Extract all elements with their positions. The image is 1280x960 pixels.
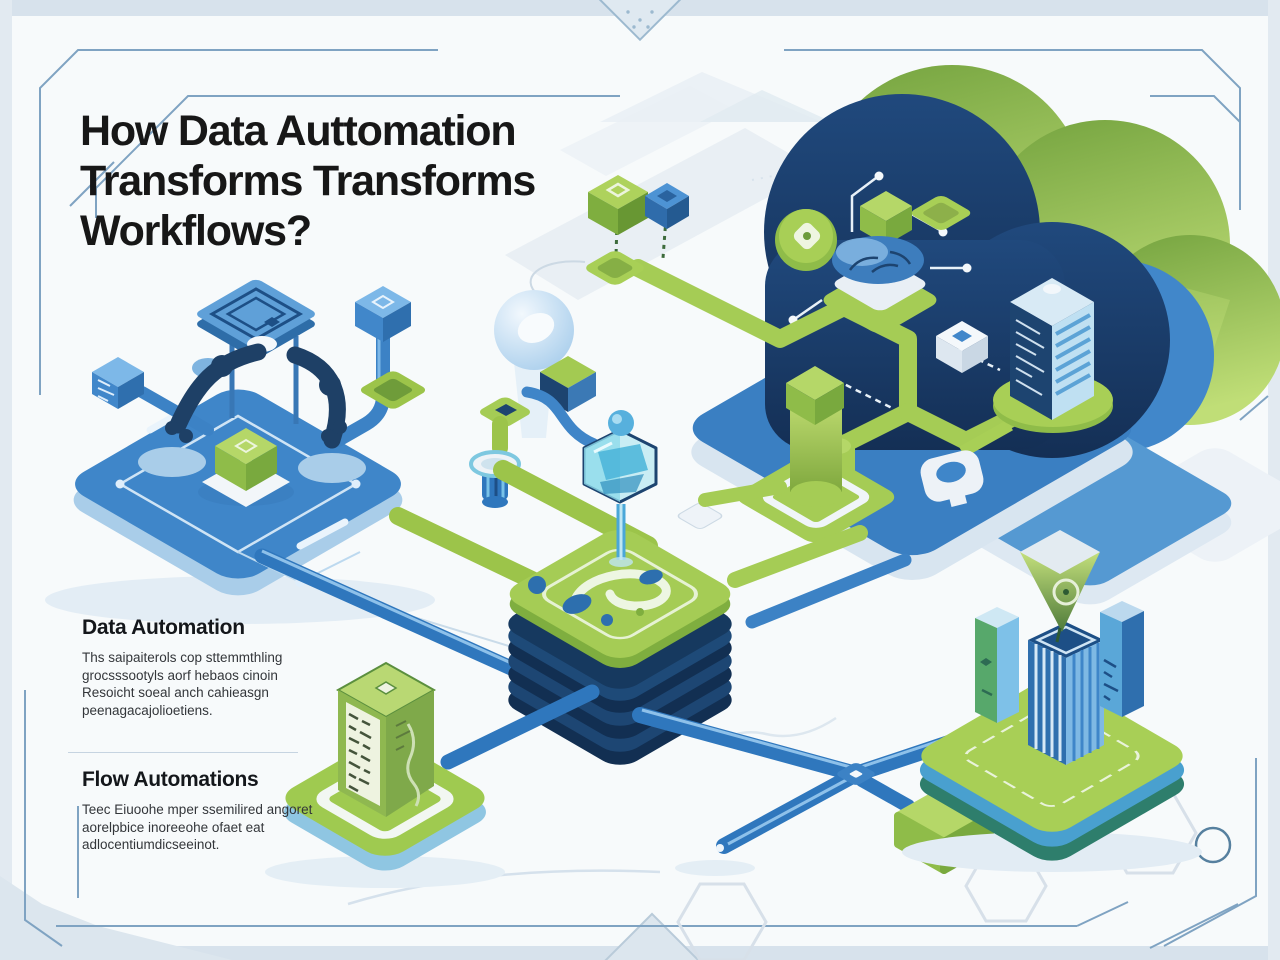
- green-input-cube: [588, 175, 648, 235]
- pillar-left: [975, 607, 1019, 723]
- corner-frame-lines: [24, 49, 1269, 949]
- section-flow-automations: Flow Automations Teec Eiuoohe mper ssemi…: [82, 768, 330, 854]
- cloud-items: [775, 171, 1001, 419]
- top-diamond-icon: [584, 0, 696, 42]
- data-automation-body: Ths saipaiterols cop sttemmthling grocss…: [82, 650, 283, 718]
- machine-output-pipe-blue: [745, 553, 912, 629]
- flow-automations-heading: Flow Automations: [82, 768, 259, 791]
- small-blue-cube-left: [92, 357, 144, 409]
- pedestal-group: [737, 366, 895, 543]
- blue-snake-pipe: [521, 386, 600, 450]
- pedestal-cube: [786, 366, 844, 425]
- circle-outline-icon: [1194, 826, 1232, 864]
- small-green-navy-cube: [540, 356, 596, 412]
- output-station-group: [902, 530, 1202, 872]
- section-divider: [68, 752, 298, 753]
- small-blue-cube-top-right: [355, 286, 411, 342]
- tower-text-rows: [348, 712, 372, 793]
- green-cube-on-platform: [198, 428, 294, 507]
- green-cube-icon: [860, 191, 912, 245]
- vine-pattern: [406, 723, 421, 807]
- funnel-icon: [1020, 530, 1100, 643]
- robot-arm-left: [169, 343, 267, 434]
- pipe-platform-to-machine: [254, 548, 528, 680]
- work-pad-left: [138, 447, 206, 477]
- circuit-lines: [795, 177, 1001, 414]
- title-line-2: Transforms Transforms: [80, 157, 536, 205]
- server-building-icon: [1028, 622, 1104, 765]
- left-border-band: [0, 0, 12, 960]
- green-server-tower-icon: [335, 661, 437, 817]
- green-pipe-to-machine: [389, 507, 545, 591]
- left-platform-group: [45, 279, 545, 680]
- valve-icon: [920, 450, 984, 508]
- corner-mountain-ghost: [0, 876, 232, 960]
- data-automation-heading: Data Automation: [82, 616, 245, 639]
- machine-engraving: [528, 548, 698, 640]
- title-line-1: How Data Auttomation: [80, 107, 517, 155]
- machine-output-pipes-green: [698, 480, 868, 588]
- input-cubes-group: [529, 175, 689, 293]
- badge-ring-icon: [775, 209, 837, 271]
- chip-plate-icon: [197, 279, 315, 359]
- paper-tag-icon: [677, 503, 723, 529]
- elbow-tile: [480, 397, 530, 427]
- green-tower-group: [265, 661, 505, 888]
- title-line-3: Workflows?: [80, 207, 312, 255]
- work-pad-right: [298, 453, 366, 483]
- green-tile-icon: [911, 196, 971, 230]
- bottom-diamond-icon: [602, 912, 702, 960]
- section-data-automation: Data Automation Ths saipaiterols cop stt…: [82, 616, 294, 719]
- server-glyph-rows: [1015, 319, 1045, 396]
- green-receiver-tile: [586, 251, 644, 285]
- flow-automations-body: Teec Eiuoohe mper ssemilired angoret aor…: [82, 802, 313, 852]
- white-cube-icon: [936, 321, 988, 373]
- pillar-right: [1100, 601, 1144, 717]
- platform-traces: [115, 406, 361, 587]
- crystal-icon: [582, 410, 658, 567]
- blue-input-cube: [645, 183, 689, 229]
- server-rack-icon: [959, 278, 1113, 458]
- robot-arm-assembly: [165, 279, 347, 449]
- ai-brain-icon: [823, 236, 937, 333]
- page-title: How Data Auttomation Transforms Transfor…: [80, 106, 580, 256]
- green-tile-right: [360, 371, 426, 409]
